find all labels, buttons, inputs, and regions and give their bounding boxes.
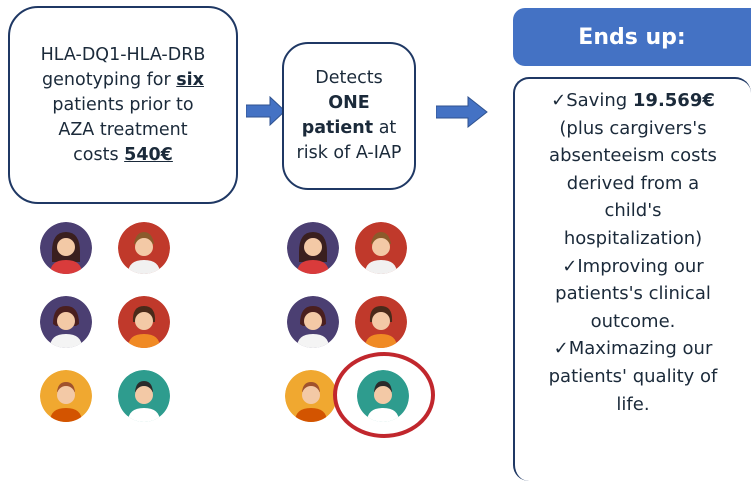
arrow-right-icon [246, 96, 286, 126]
ends-up-header: Ends up: [513, 8, 751, 66]
savings-amount: 19.569€ [632, 90, 715, 111]
woman-avatar [40, 222, 92, 274]
outcome-box: ✓Saving 19.569€ (plus cargivers's absent… [513, 77, 751, 481]
outcome-line-3: absenteeism costs [549, 145, 717, 167]
outcome-line-12: life. [616, 393, 650, 415]
step1-line2: genotyping for six [42, 68, 204, 93]
detection-box: Detects ONE patient at risk of A-IAP [282, 42, 416, 190]
check-icon: ✓ [562, 255, 578, 277]
outcome-line-10-text: Maximazing our [568, 338, 713, 360]
girl-avatar [287, 296, 339, 348]
woman-avatar [287, 222, 339, 274]
six-highlight: six [176, 69, 204, 90]
outcome-line-5: child's [604, 200, 662, 222]
check-icon: ✓ [553, 338, 569, 360]
child-avatar [285, 370, 337, 422]
step1-line1: HLA-DQ1-HLA-DRB [40, 44, 206, 65]
step2-line4: risk of A-IAP [296, 143, 402, 163]
child-avatar [40, 370, 92, 422]
outcome-line-7-text: Improving our [577, 255, 704, 277]
outcome-line-11: patients' quality of [548, 365, 718, 387]
boy-avatar [118, 296, 170, 348]
outcome-line-7: ✓Improving our [562, 253, 703, 281]
man-avatar [355, 222, 407, 274]
arrow-right-icon [436, 96, 488, 128]
step2-line3-text: at [373, 118, 397, 138]
step1-line3: patients prior to [52, 94, 194, 115]
cost-highlight: 540€ [124, 144, 173, 165]
step1-line4: AZA treatment [58, 119, 188, 140]
boy-avatar [355, 296, 407, 348]
outcome-line-1: ✓Saving 19.569€ [551, 87, 715, 115]
outcome-line-2: (plus cargivers's [559, 117, 707, 139]
outcome-line-6: hospitalization) [563, 227, 703, 249]
girl-avatar [40, 296, 92, 348]
step1-line2-text: genotyping for [42, 69, 177, 90]
outcome-line-8: patients's clinical [555, 283, 711, 305]
outcome-line-10: ✓Maximazing our [554, 335, 713, 363]
patient-highlight: patient [301, 118, 374, 138]
step1-line5: costs 540€ [73, 143, 173, 168]
step2-line1: Detects [315, 68, 383, 88]
at-risk-highlight-ring [333, 352, 435, 438]
man-avatar [118, 222, 170, 274]
outcome-line-9: outcome. [590, 310, 676, 332]
doctor-man-avatar [118, 370, 170, 422]
outcome-line-1-text: Saving [566, 90, 633, 111]
check-icon: ✓ [551, 90, 567, 111]
step2-line2: ONE [328, 93, 370, 113]
step2-line3: patient at [302, 116, 397, 141]
genotyping-cost-box: HLA-DQ1-HLA-DRB genotyping for six patie… [8, 6, 238, 204]
outcome-line-4: derived from a [566, 172, 700, 194]
step1-line5-text: costs [73, 144, 125, 165]
